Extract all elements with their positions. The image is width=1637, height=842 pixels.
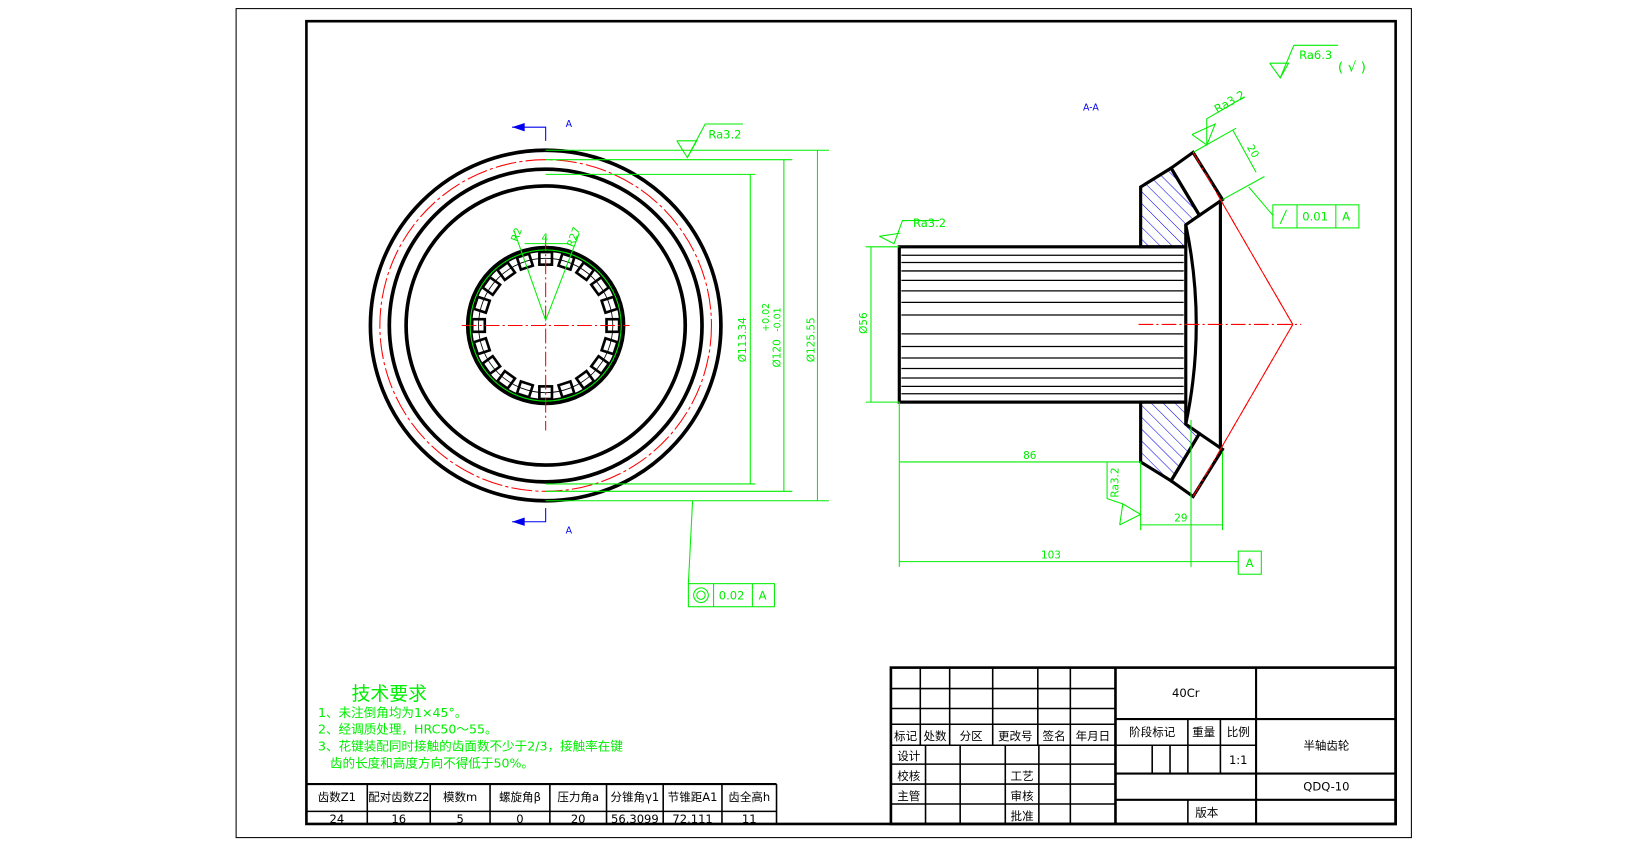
- param-value: 0: [516, 812, 523, 826]
- spline-r1-label: R2: [509, 226, 525, 243]
- tech-line: 齿的长度和高度方向不得低于50%。: [318, 755, 534, 770]
- tech-line: 2、经调质处理，HRC50～55。: [318, 722, 498, 737]
- dim-d120-tol-lower: -0.01: [773, 307, 784, 331]
- concentricity-datum: A: [759, 588, 767, 602]
- section-mark-bottom: A: [566, 525, 573, 536]
- spline-hub: [465, 245, 626, 406]
- param-header: 配对齿数Z2: [368, 790, 429, 804]
- role-label: 主管: [897, 789, 920, 803]
- param-value: 24: [330, 812, 345, 826]
- scale-label: 比例: [1227, 725, 1250, 739]
- dim-d125: Ø125.55: [805, 317, 817, 362]
- roughness-back: Ra3.2: [1110, 467, 1122, 497]
- rev-header: 年月日: [1076, 729, 1111, 743]
- concentricity-value: 0.02: [719, 588, 745, 602]
- runout-value: 0.01: [1302, 210, 1328, 224]
- dim-tooth-width: 20: [1244, 143, 1261, 161]
- dim-29: 29: [1174, 513, 1187, 525]
- tech-line: 3、花键装配同时接触的齿面数不少于2/3，接触率在键: [318, 738, 623, 753]
- param-value: 20: [571, 812, 586, 826]
- drawing-number: QDQ-10: [1303, 779, 1349, 793]
- role-label: 校核: [897, 769, 921, 783]
- title-block: 标记处数分区 更改号签名年月日设计校核主管 工艺审核批准 40Cr 阶段标记 重量比例 1:…: [889, 666, 1397, 826]
- outer-border: [235, 8, 1412, 839]
- part-name: 半轴齿轮: [1303, 738, 1350, 752]
- rev-header: 处数: [923, 729, 947, 743]
- param-header: 齿全高h: [728, 790, 770, 804]
- spline-r2-label: R27: [565, 225, 583, 249]
- param-value: 11: [742, 812, 757, 826]
- param-header: 齿数Z1: [318, 790, 356, 804]
- weight-label: 重量: [1192, 725, 1216, 739]
- section-mark-top: A: [566, 119, 573, 130]
- role-label: 批准: [1011, 809, 1034, 823]
- spline-shaft-lines: [901, 254, 1184, 395]
- dim-d113: Ø113.34: [737, 317, 749, 362]
- param-header: 分锥角γ1: [610, 790, 659, 804]
- dim-103: 103: [1041, 549, 1061, 561]
- param-value: 16: [391, 812, 406, 826]
- section-title: A-A: [1083, 102, 1099, 113]
- role-label: 审核: [1011, 789, 1035, 803]
- param-value: 5: [456, 812, 463, 826]
- scale-value: 1:1: [1229, 753, 1248, 767]
- rev-header: 分区: [960, 729, 983, 743]
- dim-86: 86: [1023, 450, 1037, 462]
- param-header: 节锥距A1: [668, 790, 718, 804]
- param-header: 压力角a: [557, 790, 599, 804]
- roughness-general: Ra6.3: [1299, 48, 1332, 62]
- spline-width-label: 4: [541, 233, 548, 245]
- section-view: A-A Ra6.3 ( √ ) Ra3.2 Ra3.2 Ra3.2: [858, 44, 1366, 575]
- gear-parameter-table: 齿数Z1 24 配对齿数Z2 16 模数m 5 螺旋角β 0 压力角a 20 分锥角γ1 56.309…: [305, 783, 778, 826]
- param-value: 56.3099: [611, 812, 659, 826]
- roughness-shaft: Ra3.2: [913, 216, 946, 230]
- param-header: 螺旋角β: [499, 790, 541, 804]
- dim-d120-tol-upper: +0.02: [761, 303, 772, 332]
- roughness-general-suffix: ( √ ): [1338, 60, 1366, 76]
- roughness-face: Ra3.2: [1212, 87, 1248, 116]
- version-label: 版本: [1195, 806, 1219, 820]
- rev-header: 签名: [1043, 729, 1066, 743]
- dim-d120: Ø120: [772, 339, 784, 367]
- rev-header: 标记: [894, 729, 918, 743]
- front-view: R2 4 R27 A A Ra3.2 Ø113.34 Ø120 +0.02 -0…: [368, 119, 829, 608]
- tech-line: 1、未注倒角均为1×45°。: [318, 705, 467, 720]
- param-header: 模数m: [443, 790, 477, 804]
- inner-frame: [305, 19, 1397, 826]
- role-label: 设计: [897, 749, 921, 763]
- material-label: 40Cr: [1172, 686, 1200, 700]
- dim-shaft-dia: Ø56: [858, 312, 870, 334]
- param-value: 72.111: [672, 812, 712, 826]
- tech-requirements: 技术要求 1、未注倒角均为1×45°。 2、经调质处理，HRC50～55。 3、…: [318, 683, 623, 770]
- stage-label: 阶段标记: [1129, 725, 1176, 739]
- roughness-label: Ra3.2: [708, 128, 741, 142]
- role-label: 工艺: [1011, 769, 1034, 783]
- runout-datum: A: [1342, 210, 1350, 224]
- rev-header: 更改号: [998, 729, 1033, 743]
- tech-title: 技术要求: [352, 683, 428, 705]
- datum-a: A: [1246, 556, 1254, 570]
